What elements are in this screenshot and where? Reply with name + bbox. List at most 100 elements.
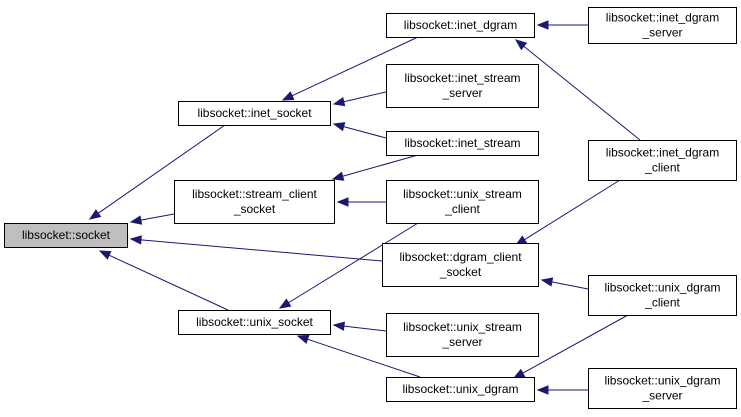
edge-line xyxy=(524,179,621,241)
edge-unix-dgram-to-unix-socket xyxy=(296,334,421,378)
edge-line xyxy=(523,45,641,141)
edge-line xyxy=(551,281,589,290)
class-node-inet-stream[interactable]: libsocket::inet_stream xyxy=(386,131,539,156)
nodes-layer: libsocket::socketlibsocket::inet_socketl… xyxy=(4,7,737,409)
arrowhead-icon xyxy=(281,91,295,101)
node-box xyxy=(4,223,128,248)
class-node-inet-dgram-client[interactable]: libsocket::inet_dgram_client xyxy=(588,140,737,181)
class-node-unix-socket[interactable]: libsocket::unix_socket xyxy=(178,310,331,335)
node-label-line: _socket xyxy=(439,265,482,279)
class-node-stream-client-socket[interactable]: libsocket::stream_client_socket xyxy=(174,180,335,224)
node-label-line: libsocket::inet_dgram xyxy=(606,11,719,25)
edge-inet-stream-server-to-inet-socket xyxy=(332,91,387,107)
node-label-line: libsocket::inet_stream xyxy=(404,71,520,85)
edge-line xyxy=(288,222,419,304)
arrowhead-icon xyxy=(129,235,142,245)
node-box xyxy=(588,275,737,316)
edge-inet-socket-to-socket xyxy=(88,124,226,220)
node-label-line: libsocket::unix_dgram xyxy=(604,281,720,295)
edge-stream-client-socket-to-socket xyxy=(129,213,175,225)
edge-line xyxy=(307,338,421,378)
arrowhead-icon xyxy=(88,209,102,220)
class-node-socket[interactable]: libsocket::socket xyxy=(4,223,128,248)
arrowhead-icon xyxy=(332,321,345,331)
node-box xyxy=(588,368,737,409)
edge-line xyxy=(342,154,419,177)
node-label-line: _client xyxy=(444,202,480,216)
node-box xyxy=(386,313,539,357)
edge-unix-stream-client-to-unix-socket xyxy=(278,222,419,309)
edges-layer xyxy=(88,20,641,395)
class-node-inet-socket[interactable]: libsocket::inet_socket xyxy=(178,101,331,126)
node-label-line: libsocket::socket xyxy=(22,228,111,242)
node-label-line: _client xyxy=(644,161,680,175)
class-node-unix-dgram-server[interactable]: libsocket::unix_dgram_server xyxy=(588,368,737,409)
edge-line xyxy=(140,213,175,221)
node-box xyxy=(382,243,539,287)
node-box xyxy=(588,7,737,44)
node-label-line: _server xyxy=(441,335,482,349)
arrowhead-icon xyxy=(514,39,528,51)
node-label-line: libsocket::unix_dgram xyxy=(402,382,518,396)
edge-unix-socket-to-socket xyxy=(98,250,229,311)
edge-line xyxy=(97,124,226,214)
node-label-line: libsocket::inet_stream xyxy=(404,136,520,150)
edge-line xyxy=(108,254,229,311)
node-label-line: libsocket::unix_stream xyxy=(403,187,522,201)
class-node-unix-stream-server[interactable]: libsocket::unix_stream_server xyxy=(386,313,539,357)
arrowhead-icon xyxy=(98,250,112,260)
arrowhead-icon xyxy=(536,20,549,30)
node-box xyxy=(178,310,331,335)
node-box xyxy=(588,140,737,181)
arrowhead-icon xyxy=(536,385,549,395)
class-node-dgram-client-socket[interactable]: libsocket::dgram_client_socket xyxy=(382,243,539,287)
edge-unix-stream-server-to-unix-socket xyxy=(332,321,387,332)
edge-inet-dgram-client-to-inet-dgram xyxy=(514,39,641,141)
node-label-line: _socket xyxy=(233,202,276,216)
node-box xyxy=(386,377,535,402)
node-label-line: _client xyxy=(644,296,680,310)
edge-unix-dgram-client-to-dgram-client-socket xyxy=(540,277,589,290)
edge-line xyxy=(343,325,387,332)
arrowhead-icon xyxy=(278,298,292,309)
edge-inet-dgram-to-inet-socket xyxy=(281,36,419,101)
arrowhead-icon xyxy=(332,97,346,107)
node-label-line: _server xyxy=(641,26,682,40)
node-label-line: libsocket::inet_dgram xyxy=(404,18,517,32)
edge-inet-dgram-server-to-inet-dgram xyxy=(536,20,588,30)
class-node-unix-dgram[interactable]: libsocket::unix_dgram xyxy=(386,377,535,402)
class-node-inet-stream-server[interactable]: libsocket::inet_stream_server xyxy=(386,64,539,108)
node-box xyxy=(174,180,335,224)
node-label-line: libsocket::inet_dgram xyxy=(606,146,719,160)
node-box xyxy=(178,101,331,126)
class-node-inet-dgram-server[interactable]: libsocket::inet_dgram_server xyxy=(588,7,737,44)
arrowhead-icon xyxy=(540,277,554,287)
arrowhead-icon xyxy=(296,334,310,344)
arrowhead-icon xyxy=(512,368,526,379)
edge-dgram-client-socket-to-socket xyxy=(129,235,383,262)
node-label-line: libsocket::stream_client xyxy=(192,187,317,201)
node-label-line: libsocket::unix_socket xyxy=(196,315,313,329)
arrowhead-icon xyxy=(336,197,349,207)
edge-inet-stream-to-inet-socket xyxy=(332,122,387,139)
class-node-unix-stream-client[interactable]: libsocket::unix_stream_client xyxy=(386,180,539,224)
node-label-line: libsocket::inet_socket xyxy=(197,106,312,120)
edge-line xyxy=(343,126,387,139)
edge-line xyxy=(522,314,629,374)
arrowhead-icon xyxy=(332,122,346,132)
node-label-line: libsocket::unix_stream xyxy=(403,320,522,334)
edge-line xyxy=(291,36,419,97)
class-node-inet-dgram[interactable]: libsocket::inet_dgram xyxy=(386,13,535,38)
node-label-line: _server xyxy=(641,389,682,403)
edge-unix-stream-client-to-stream-client-socket xyxy=(336,197,386,207)
arrowhead-icon xyxy=(331,171,345,181)
node-label-line: libsocket::unix_dgram xyxy=(604,374,720,388)
node-label-line: libsocket::dgram_client xyxy=(399,250,522,264)
edge-line xyxy=(343,91,387,103)
edge-inet-stream-to-stream-client-socket xyxy=(331,154,419,181)
node-box xyxy=(386,64,539,108)
node-box xyxy=(386,180,539,224)
node-box xyxy=(386,131,539,156)
class-node-unix-dgram-client[interactable]: libsocket::unix_dgram_client xyxy=(588,275,737,316)
